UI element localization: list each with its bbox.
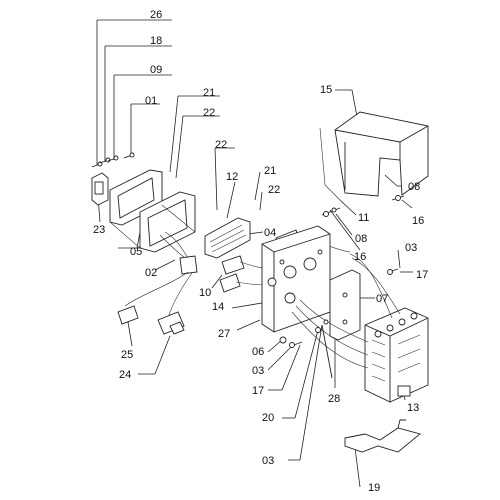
label-08-top: 08: [408, 181, 420, 193]
label-11: 11: [358, 212, 369, 224]
label-28: 28: [328, 393, 340, 405]
side-plate-part: [329, 269, 361, 341]
front-frame-plates: [109, 169, 196, 253]
label-22-middle: 22: [215, 139, 227, 151]
bottom-bracket-part: [344, 419, 421, 453]
label-12: 12: [226, 171, 238, 183]
small-bracket-part: [91, 172, 109, 206]
label-14: 14: [212, 301, 224, 313]
rod-and-fittings: [315, 319, 333, 379]
plug-connectors: [117, 305, 185, 335]
label-17-right: 17: [416, 269, 428, 281]
label-22-right: 22: [268, 184, 280, 196]
label-27: 27: [218, 328, 230, 340]
label-03-lower: 03: [252, 365, 264, 377]
label-16-top: 16: [412, 215, 424, 227]
parts-drawing: [91, 111, 429, 453]
label-15: 15: [320, 84, 332, 96]
cover-bracket-part: [319, 111, 429, 201]
label-04: 04: [264, 227, 276, 239]
label-25: 25: [121, 349, 133, 361]
label-01: 01: [145, 95, 157, 107]
small-screws-top-left: [91, 152, 135, 168]
part-number-labels: 26 18 09 01 21 22 22 12 21 22 23 05 04 0…: [93, 9, 428, 494]
label-26: 26: [150, 9, 162, 21]
label-08-center: 08: [355, 233, 367, 245]
label-05: 05: [130, 246, 142, 258]
label-18: 18: [150, 35, 162, 47]
hose-lines: [291, 253, 401, 369]
main-mounting-panel: [261, 225, 331, 333]
label-10: 10: [199, 287, 211, 299]
label-13: 13: [407, 402, 419, 414]
label-03-bottom: 03: [262, 455, 274, 467]
label-06: 06: [252, 346, 264, 358]
label-24: 24: [119, 369, 131, 381]
label-09: 09: [150, 64, 162, 76]
label-17-lower: 17: [252, 385, 264, 397]
label-20: 20: [262, 412, 274, 424]
bolts-center: [321, 195, 405, 275]
valve-block-part: [364, 307, 429, 403]
label-22-top: 22: [203, 107, 215, 119]
cable-harness: [124, 231, 198, 319]
terminal-strip-part: [204, 217, 251, 259]
label-07: 07: [376, 293, 388, 305]
label-19: 19: [368, 482, 380, 494]
label-03-right: 03: [405, 242, 417, 254]
label-23: 23: [93, 224, 105, 236]
label-02: 02: [145, 267, 157, 279]
leader-lines: [96, 19, 413, 488]
label-21-right: 21: [264, 165, 276, 177]
label-21-top: 21: [203, 87, 215, 99]
label-16-center: 16: [354, 251, 366, 263]
small-parts-lower: [279, 336, 303, 348]
